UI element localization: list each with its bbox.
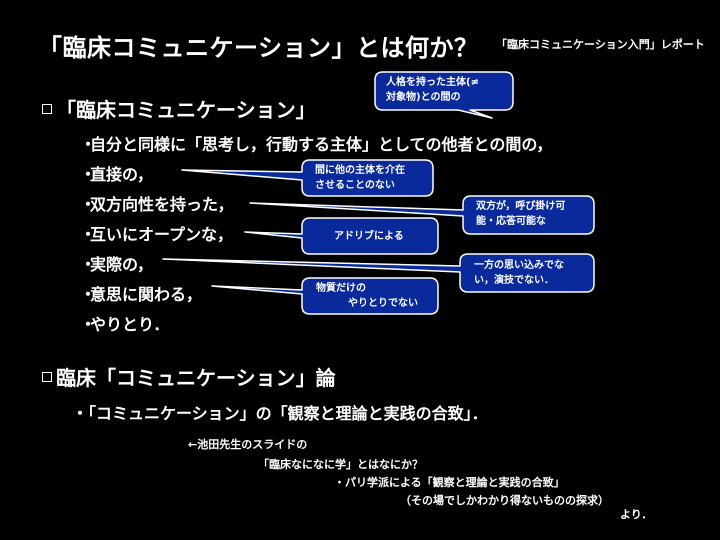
slide-title: 「臨床コミュニケーション」とは何か？ bbox=[38, 34, 479, 62]
bullet-item: ・やりとり． bbox=[80, 315, 170, 334]
callout-3-text: 双方が，呼び掛け可 能・応答可能な bbox=[476, 201, 566, 227]
section-heading-2-text: 臨床「コミュニケーション」論 bbox=[56, 366, 336, 390]
callout-6-text: 物質だけの やりとりでない bbox=[316, 283, 418, 309]
bullet-text: 直接の， bbox=[90, 165, 154, 184]
square-bullet-icon bbox=[42, 371, 52, 382]
section-heading-2: 臨床「コミュニケーション」論 bbox=[42, 362, 336, 391]
callout-1-text: 人格を持った主体(≠ 対象物)との間の bbox=[386, 77, 479, 103]
section-heading-1: 「臨床コミュニケーション」 bbox=[42, 94, 316, 123]
callout-bubble-2 bbox=[181, 159, 434, 197]
callout-bubble-1 bbox=[374, 71, 514, 119]
bullet-item: ・直接の， bbox=[80, 165, 154, 184]
bullet-item: ・意思に関わる， bbox=[80, 285, 203, 304]
callout-4-text: アドリブによる bbox=[334, 231, 404, 242]
note-line-1: ←池田先生のスライドの bbox=[188, 438, 308, 451]
bullet-item: ・自分と同様に「思考し，行動する主体」としての他者との間の， bbox=[80, 135, 553, 154]
report-label: 「臨床コミュニケーション入門」レポート bbox=[496, 38, 705, 51]
note-line-3: ・パリ学派による「観察と理論と実践の合致」 bbox=[334, 476, 565, 489]
bullet-text: 自分と同様に「思考し，行動する主体」としての他者との間の， bbox=[90, 135, 553, 154]
note-line-4: （その場でしかわかり得ないものの探求） bbox=[400, 494, 609, 507]
note-line-2: 「臨床なになに学」とはなにか？ bbox=[258, 458, 423, 471]
sub-bullet: ・「コミュニケーション」の「観察と理論と実践の合致」． bbox=[72, 404, 488, 423]
bullet-item: ・実際の， bbox=[80, 255, 154, 274]
bullet-item: ・互いにオープンな， bbox=[80, 225, 234, 244]
section-heading-1-text: 「臨床コミュニケーション」 bbox=[56, 98, 316, 122]
square-bullet-icon bbox=[42, 103, 52, 114]
bullet-text: 双方向性を持った， bbox=[90, 195, 234, 214]
bullet-item: ・双方向性を持った， bbox=[80, 195, 234, 214]
bullet-text: 意思に関わる， bbox=[90, 285, 203, 304]
bullet-text: 実際の， bbox=[90, 255, 154, 274]
bullet-text: 互いにオープンな， bbox=[90, 225, 234, 244]
callout-bubble-6 bbox=[211, 277, 439, 315]
bullet-text: やりとり． bbox=[90, 315, 170, 334]
callout-2-text: 間に他の主体を介在 させることのない bbox=[315, 165, 405, 191]
callout-5-text: 一方の思い込みでな い，演技でない． bbox=[474, 260, 564, 286]
callout-bubble-4 bbox=[244, 217, 439, 255]
bullet-list: ・自分と同様に「思考し，行動する主体」としての他者との間の， ・直接の， ・双方… bbox=[80, 130, 552, 340]
callout-bubble-3 bbox=[249, 195, 595, 235]
note-line-5: より． bbox=[620, 508, 653, 521]
callout-bubble-5 bbox=[162, 253, 595, 293]
